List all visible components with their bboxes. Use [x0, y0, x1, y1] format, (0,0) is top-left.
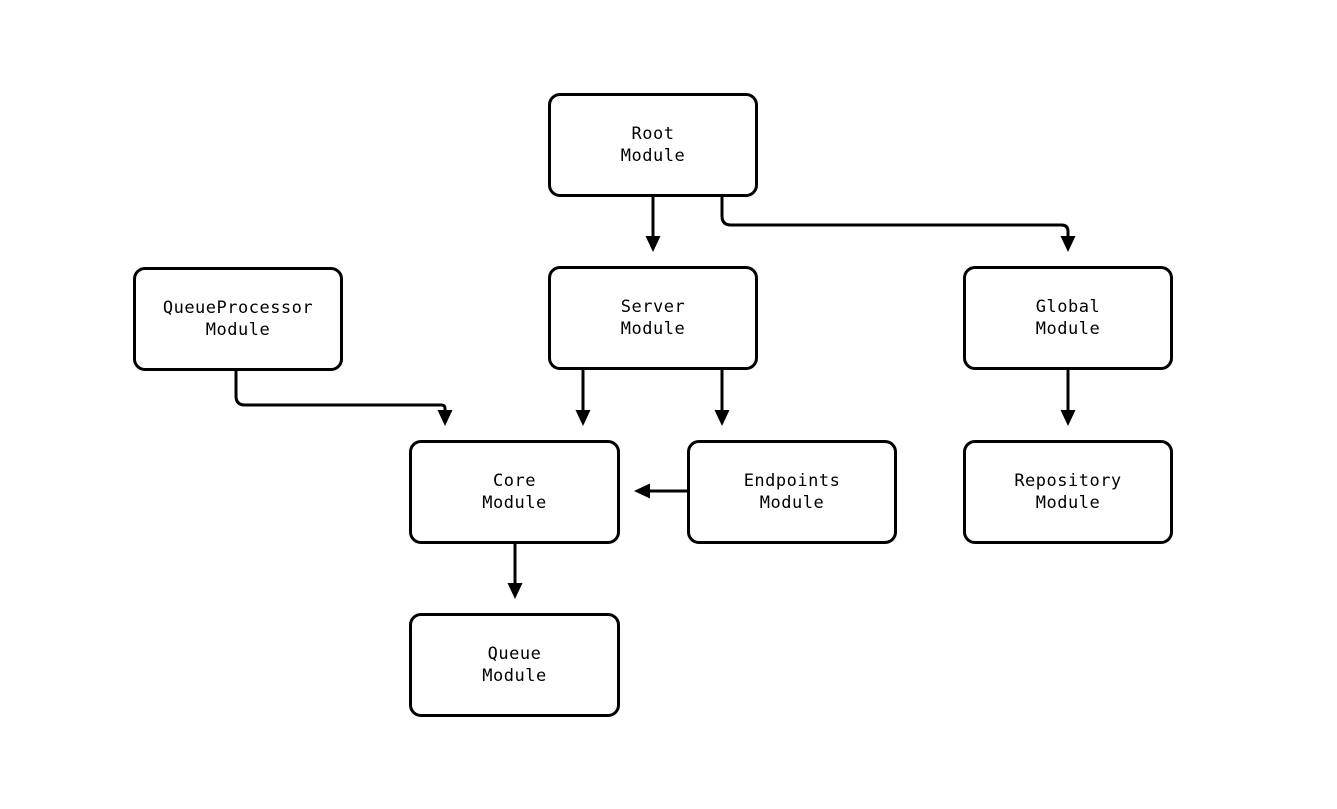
- edge-arrowhead: [1060, 236, 1076, 252]
- edge-line: [234, 371, 447, 412]
- edge-server-endpoints: [714, 370, 730, 426]
- node-label-line1: Global: [1035, 297, 1101, 317]
- edge-server-core: [575, 370, 591, 426]
- edge-global-repository: [1060, 370, 1076, 426]
- node-label-line1: Root: [631, 124, 675, 144]
- edge-arrowhead: [575, 410, 591, 426]
- node-label-line1: Queue: [487, 644, 542, 664]
- edge-arrowhead: [714, 410, 730, 426]
- node-label-line2: Module: [1035, 493, 1101, 513]
- edge-line: [720, 197, 1070, 238]
- edge-core-queue: [507, 544, 523, 599]
- node-label-line1: Core: [493, 471, 536, 491]
- node-label-line2: Module: [620, 319, 686, 339]
- node-label-line2: Module: [482, 666, 547, 686]
- edge-arrowhead: [507, 583, 523, 599]
- edge-arrowhead: [645, 236, 661, 252]
- node-label-line1: Endpoints: [743, 471, 841, 491]
- edge-root-global: [720, 197, 1076, 252]
- edge-queueprocessor-core: [234, 371, 453, 426]
- node-label-line2: Module: [1035, 319, 1101, 339]
- edge-arrowhead: [437, 410, 453, 426]
- node-label-line2: Module: [205, 320, 271, 340]
- node-label-line2: Module: [620, 146, 686, 166]
- edge-endpoints-core: [634, 483, 687, 499]
- edge-root-server: [645, 197, 661, 252]
- edge-arrowhead: [634, 483, 650, 499]
- node-label-line1: Repository: [1014, 471, 1122, 491]
- node-label-line2: Module: [482, 493, 547, 513]
- node-label-line1: QueueProcessor: [162, 298, 314, 318]
- node-label-line2: Module: [759, 493, 825, 513]
- node-label-line1: Server: [620, 297, 686, 317]
- edge-arrowhead: [1060, 410, 1076, 426]
